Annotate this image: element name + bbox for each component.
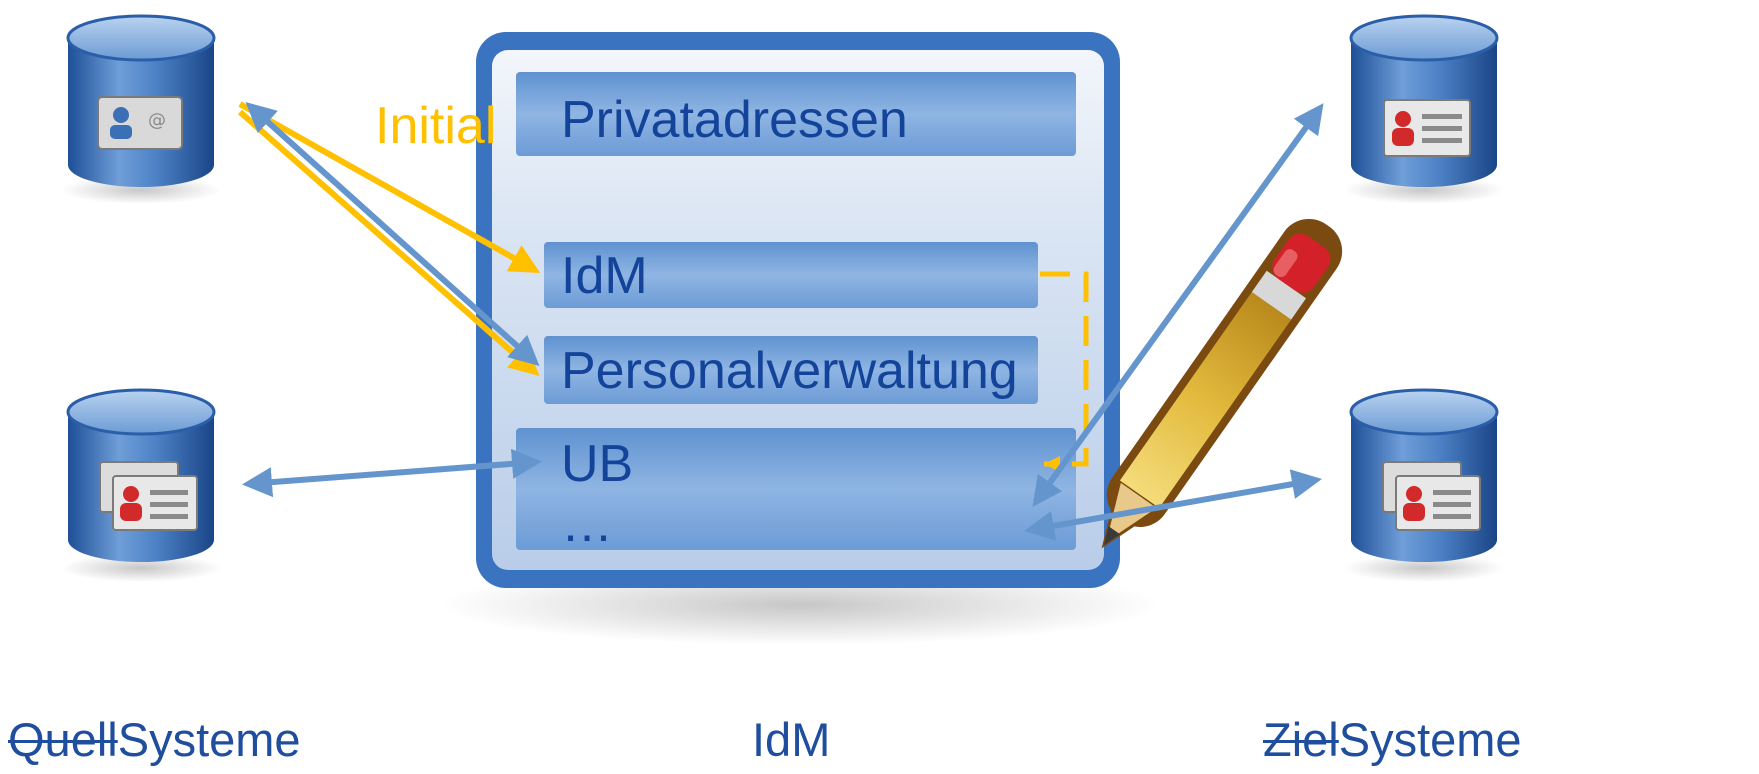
target-database-1-icon bbox=[1344, 14, 1504, 204]
row-label-personalverwaltung: Personalverwaltung bbox=[561, 342, 1018, 400]
sync-arrow-personalverwaltung bbox=[245, 101, 540, 367]
row-label-privatadressen: Privatadressen bbox=[561, 91, 908, 149]
source-systems-label: QuellSysteme bbox=[8, 716, 301, 763]
row-idm bbox=[544, 242, 1038, 308]
sync-arrow-target-2 bbox=[1024, 469, 1322, 541]
source-struck-text: Quell bbox=[8, 713, 118, 766]
source-database-2-icon bbox=[61, 388, 221, 582]
source-database-1-icon: @ bbox=[61, 14, 221, 204]
row-label-ub: UB bbox=[561, 435, 634, 493]
svg-text:@: @ bbox=[148, 110, 166, 131]
row-label-ellipsis: … bbox=[561, 495, 613, 553]
row-personalverwaltung bbox=[544, 336, 1038, 404]
row-label-idm: IdM bbox=[561, 247, 648, 305]
idm-center-label: IdM bbox=[752, 713, 831, 766]
idm-box bbox=[440, 32, 1160, 645]
source-rest-text: Systeme bbox=[117, 713, 301, 766]
sync-arrow-target-1 bbox=[1032, 103, 1324, 507]
row-ub bbox=[516, 428, 1076, 550]
target-systems-label: ZielSysteme bbox=[1263, 716, 1522, 763]
initial-label: Initial bbox=[375, 97, 497, 155]
target-struck-text: Ziel bbox=[1263, 713, 1339, 766]
target-rest-text: Systeme bbox=[1338, 713, 1522, 766]
target-database-2-icon bbox=[1344, 388, 1504, 582]
sync-arrow-ub-source bbox=[242, 448, 542, 498]
row-privatadressen bbox=[516, 72, 1076, 156]
